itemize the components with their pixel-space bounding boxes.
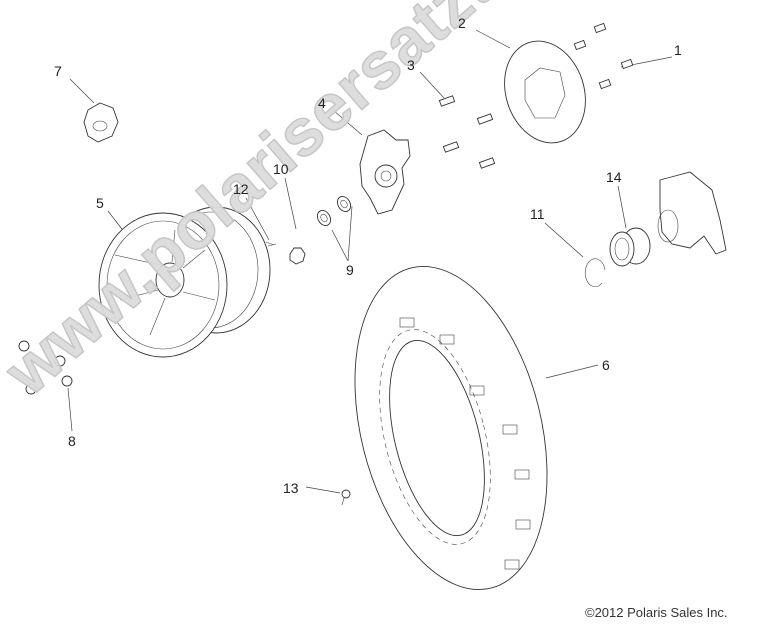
wheel-hub-part — [359, 129, 411, 215]
callout-10: 10 — [273, 161, 289, 177]
callout-11: 11 — [530, 206, 545, 222]
callout-4: 4 — [318, 95, 326, 111]
washer-parts — [316, 196, 352, 226]
leader-lines — [67, 29, 673, 494]
hub-nut-part — [83, 102, 119, 143]
callout-13: 13 — [283, 480, 299, 496]
valve-stem-part — [341, 489, 351, 506]
steering-knuckle-part — [657, 171, 727, 255]
wheel-bearing-part — [609, 227, 651, 267]
brake-disc-part — [504, 40, 586, 144]
hub-stud-parts — [438, 95, 496, 169]
copyright-notice: ©2012 Polaris Sales Inc. — [585, 605, 728, 620]
wheel-rim-part — [98, 206, 271, 358]
callout-3: 3 — [407, 57, 415, 73]
cotter-pin-part — [265, 241, 277, 247]
retaining-ring-part — [584, 258, 606, 287]
callout-6: 6 — [602, 357, 610, 373]
lug-nut-parts — [18, 340, 73, 395]
castle-nut-part — [289, 247, 306, 265]
callout-5: 5 — [96, 195, 104, 211]
callout-7: 7 — [54, 63, 62, 79]
callout-12: 12 — [233, 181, 249, 197]
callout-14: 14 — [606, 169, 622, 185]
callout-9: 9 — [346, 262, 354, 278]
callout-1: 1 — [674, 42, 682, 58]
tire-part — [354, 265, 548, 591]
brake-disc-bolt-parts — [573, 22, 634, 90]
callout-8: 8 — [68, 433, 76, 449]
callout-2: 2 — [458, 15, 466, 31]
